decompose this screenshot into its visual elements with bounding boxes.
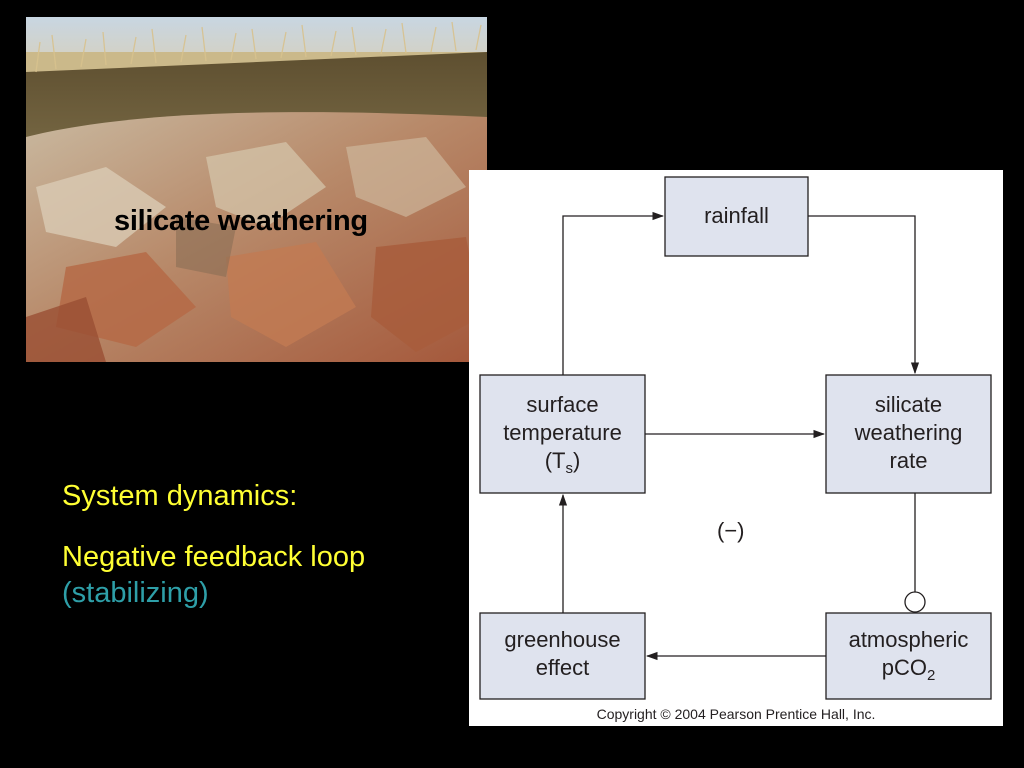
weathering-rate-box — [825, 374, 992, 494]
atmospheric-line1: atmospheric — [848, 627, 969, 652]
negative-sign-label: (−) — [717, 518, 745, 543]
greenhouse-line2: effect — [535, 655, 590, 680]
rock-outcrop-photo: silicate weathering — [26, 17, 487, 362]
surface-temp-line1: surface — [526, 392, 599, 417]
greenhouse-effect-box — [479, 612, 646, 700]
weathering-line3: rate — [889, 448, 928, 473]
diagram-graphics — [479, 176, 992, 700]
atmospheric-pco2-label: atmospheric pCO2 — [826, 626, 991, 684]
pco-subscript: 2 — [926, 667, 936, 684]
greenhouse-effect-label: greenhouse effect — [480, 626, 645, 682]
arrow-rainfall-to-weathering — [808, 215, 920, 375]
slide-heading: System dynamics: — [62, 480, 298, 512]
surface-temp-line2: temperature — [503, 420, 622, 445]
weathering-rate-label: silicate weathering rate — [826, 391, 991, 475]
atmospheric-line2: pCO2 — [826, 654, 991, 684]
weathering-line1: silicate — [874, 392, 943, 417]
greenhouse-line1: greenhouse — [504, 627, 621, 652]
surface-temp-line3: (Ts) — [480, 447, 645, 477]
rainfall-box — [664, 176, 809, 257]
surface-temperature-box — [479, 374, 646, 494]
rock-outcrop-illustration — [26, 17, 487, 362]
atmospheric-pco2-box — [825, 612, 992, 700]
pco-text: pCO — [881, 655, 927, 680]
rainfall-label: rainfall — [665, 202, 808, 230]
surface-temp-subscript: s — [565, 460, 573, 477]
weathering-line2: weathering — [854, 420, 963, 445]
slide-text-block: System dynamics: Negative feedback loop … — [62, 478, 365, 611]
feedback-loop-diagram: rainfall surface temperature (Ts) silica… — [469, 170, 1003, 726]
surface-temp-close: ) — [572, 448, 581, 473]
loop-label: Negative feedback loop — [62, 541, 366, 573]
loop-sublabel: (stabilizing) — [62, 577, 209, 609]
surface-temperature-label: surface temperature (Ts) — [480, 391, 645, 477]
surface-temp-symbol: (T — [544, 448, 566, 473]
copyright-notice: Copyright © 2004 Pearson Prentice Hall, … — [596, 706, 876, 722]
negative-link-circle — [904, 591, 926, 613]
rainfall-text: rainfall — [704, 203, 769, 228]
arrow-temperature-to-rainfall — [562, 211, 665, 375]
photo-caption: silicate weathering — [114, 205, 368, 237]
